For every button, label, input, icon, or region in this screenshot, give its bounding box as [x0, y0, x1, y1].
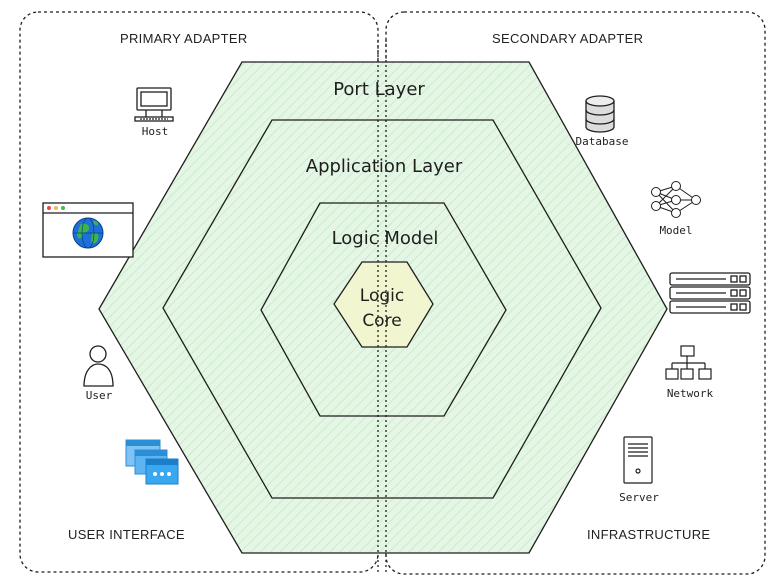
server-tower-icon — [623, 436, 653, 484]
windows-stack-icon — [125, 439, 179, 485]
logic-model-hexagon — [260, 202, 507, 417]
network-icon — [665, 345, 712, 380]
network-label: Network — [666, 387, 714, 400]
user-interface-label: USER INTERFACE — [68, 527, 185, 542]
server-label: Server — [619, 491, 659, 504]
neural-network-icon — [651, 181, 701, 218]
model-label: Model — [659, 224, 693, 237]
secondary-adapter-label: SECONDARY ADAPTER — [492, 31, 644, 46]
logic-core-label-line2: Core — [362, 311, 402, 331]
user-label: User — [85, 389, 113, 402]
infrastructure-label: INFRASTRUCTURE — [587, 527, 711, 542]
logic-model-label: Logic Model — [331, 228, 439, 249]
browser-globe-icon — [42, 202, 134, 258]
application-layer-hexagon — [162, 119, 602, 499]
logic-core-hexagon — [333, 261, 434, 348]
user-icon — [83, 345, 114, 387]
database-label: Database — [575, 135, 629, 148]
server-rack-icon — [669, 272, 751, 314]
monitor-icon — [134, 87, 174, 122]
logic-core-label-line1: Logic — [359, 286, 405, 306]
application-layer-label: Application Layer — [305, 156, 463, 177]
database-icon — [585, 95, 615, 133]
port-layer-label: Port Layer — [333, 79, 425, 100]
primary-adapter-label: PRIMARY ADAPTER — [120, 31, 248, 46]
host-label: Host — [141, 125, 169, 138]
